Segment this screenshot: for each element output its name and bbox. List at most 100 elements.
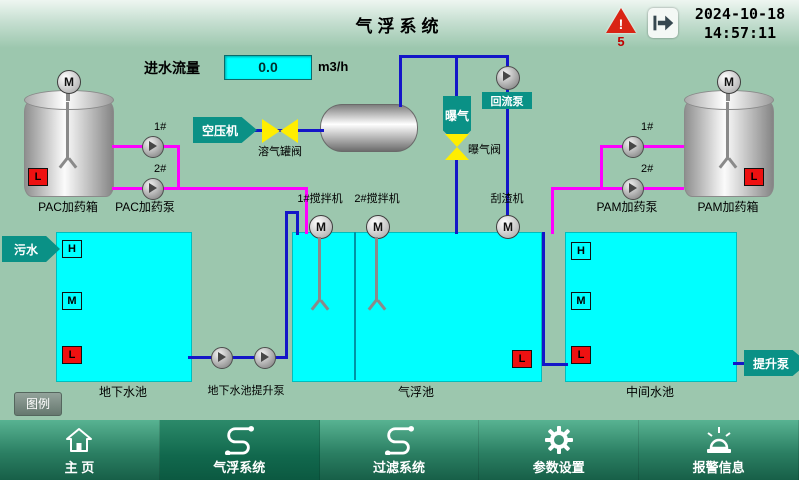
page-title: 气浮系统 (355, 17, 444, 36)
pipe (188, 356, 288, 359)
middle-level-high: H (571, 242, 591, 260)
page-forward-button[interactable] (648, 8, 678, 38)
inlet-arrow-tag: 污水 (2, 236, 60, 262)
pipe (542, 232, 545, 366)
legend-button[interactable]: 图例 (14, 392, 62, 416)
arrow-right-icon (653, 15, 674, 31)
pac-pumps-label: PAC加药泵 (115, 200, 175, 214)
gear-icon (544, 425, 574, 455)
underground-level-mid: M (62, 292, 82, 310)
pac-pump2-label: 2# (154, 163, 167, 175)
mixer2-impeller-icon (368, 299, 386, 311)
lift-pump-2[interactable] (254, 347, 276, 369)
pam-pump1-label: 1# (641, 121, 654, 133)
air-compressor-tag: 空压机 (193, 117, 257, 143)
mixer2-shaft (375, 237, 378, 301)
middle-level-low: L (571, 346, 591, 364)
scraper-motor[interactable]: M (496, 215, 520, 239)
mixer1-impeller-icon (311, 299, 329, 311)
mixer1-shaft (318, 237, 321, 301)
alarm-siren-icon (703, 425, 735, 455)
pac-tank-level-low: L (28, 168, 48, 186)
aeration-valve-label: 曝气阀 (468, 144, 501, 156)
pac-mixer-shaft (66, 91, 70, 101)
datetime-display: 2024-10-18 14:57:11 (685, 5, 795, 43)
inlet-flow-value[interactable]: 0.0 (224, 55, 312, 80)
pipe (551, 187, 554, 234)
dissolved-air-tank-valve[interactable] (262, 119, 298, 143)
aeration-valve[interactable] (445, 134, 469, 160)
scraper-label: 刮渣机 (490, 193, 524, 205)
flotation-tank-divider (354, 232, 356, 380)
reflux-pump-tag: 回流泵 (482, 92, 532, 109)
home-icon (64, 425, 94, 455)
bottom-nav: 主 页 气浮系统 过滤系统 (0, 420, 799, 480)
pipe (177, 187, 308, 190)
pac-pump1-label: 1# (154, 121, 167, 133)
pac-dosing-pump-1[interactable] (142, 136, 164, 158)
outlet-arrow-tag: 提升泵 (744, 350, 799, 376)
alarm-warning-icon[interactable]: ! (606, 8, 636, 34)
pipe-s-icon (222, 425, 256, 455)
middle-level-mid: M (571, 292, 591, 310)
nav-tab-label: 气浮系统 (213, 459, 266, 475)
reflux-pump[interactable] (496, 66, 520, 90)
pipe (296, 211, 299, 235)
flotation-tank-label: 气浮池 (397, 385, 434, 399)
nav-tab-home[interactable]: 主 页 (0, 420, 160, 480)
nav-tab-label: 参数设置 (532, 459, 585, 475)
aeration-tag: 曝气 (443, 96, 471, 144)
pac-agitator-impeller-icon (59, 157, 77, 169)
inlet-flow-unit: m3/h (318, 59, 349, 74)
pam-tank-label: PAM加药箱 (697, 200, 759, 214)
dissolved-air-valve-label: 溶气罐阀 (258, 146, 302, 158)
pipe (551, 187, 603, 190)
nav-tab-label: 报警信息 (692, 459, 745, 475)
pam-dosing-pump-2[interactable] (622, 178, 644, 200)
pipe (285, 211, 288, 359)
date-text: 2024-10-18 (694, 5, 786, 23)
lift-pump-1[interactable] (211, 347, 233, 369)
middle-tank-label: 中间水池 (625, 385, 674, 399)
underground-tank-label: 地下水池 (98, 385, 147, 399)
nav-tab-alarms[interactable]: 报警信息 (639, 420, 799, 480)
time-text: 14:57:11 (703, 24, 777, 42)
warning-exclamation: ! (618, 16, 624, 32)
inlet-flow-label: 进水流量 (144, 60, 200, 76)
nav-tab-flotation-system[interactable]: 气浮系统 (159, 420, 320, 480)
nav-tab-filter-system[interactable]: 过滤系统 (319, 420, 480, 480)
pac-dosing-pump-2[interactable] (142, 178, 164, 200)
pipe (600, 145, 603, 190)
nav-tab-settings[interactable]: 参数设置 (479, 420, 640, 480)
pipe (399, 55, 402, 107)
pipe (305, 187, 308, 234)
pam-dosing-pump-1[interactable] (622, 136, 644, 158)
pipe (733, 362, 747, 365)
pac-tank-label: PAC加药箱 (38, 200, 98, 214)
pac-agitator-shaft (66, 102, 69, 160)
mixer1-motor[interactable]: M (309, 215, 333, 239)
middle-tank (565, 232, 737, 382)
flotation-level-low: L (512, 350, 532, 368)
lift-pumps-label: 地下水池提升泵 (207, 385, 285, 397)
pam-pump2-label: 2# (641, 163, 654, 175)
pipe (542, 363, 568, 366)
mixer2-label: 2#搅拌机 (354, 193, 400, 205)
alarm-count-badge: 5 (617, 34, 625, 49)
pam-agitator-shaft (726, 102, 729, 160)
pipe (399, 55, 509, 58)
mixer2-motor[interactable]: M (366, 215, 390, 239)
pam-mixer-shaft (726, 91, 730, 101)
pam-tank-motor[interactable]: M (717, 70, 741, 94)
nav-tab-label: 主 页 (64, 459, 95, 475)
pipe (506, 109, 509, 234)
warning-triangle-icon (606, 8, 636, 33)
pac-tank-motor[interactable]: M (57, 70, 81, 94)
nav-tab-label: 过滤系统 (372, 459, 425, 475)
pam-agitator-impeller-icon (719, 157, 737, 169)
pipe (455, 55, 458, 98)
pipe (455, 158, 458, 234)
dissolved-air-tank[interactable] (320, 104, 418, 152)
pam-tank-level-low: L (744, 168, 764, 186)
underground-level-high: H (62, 240, 82, 258)
